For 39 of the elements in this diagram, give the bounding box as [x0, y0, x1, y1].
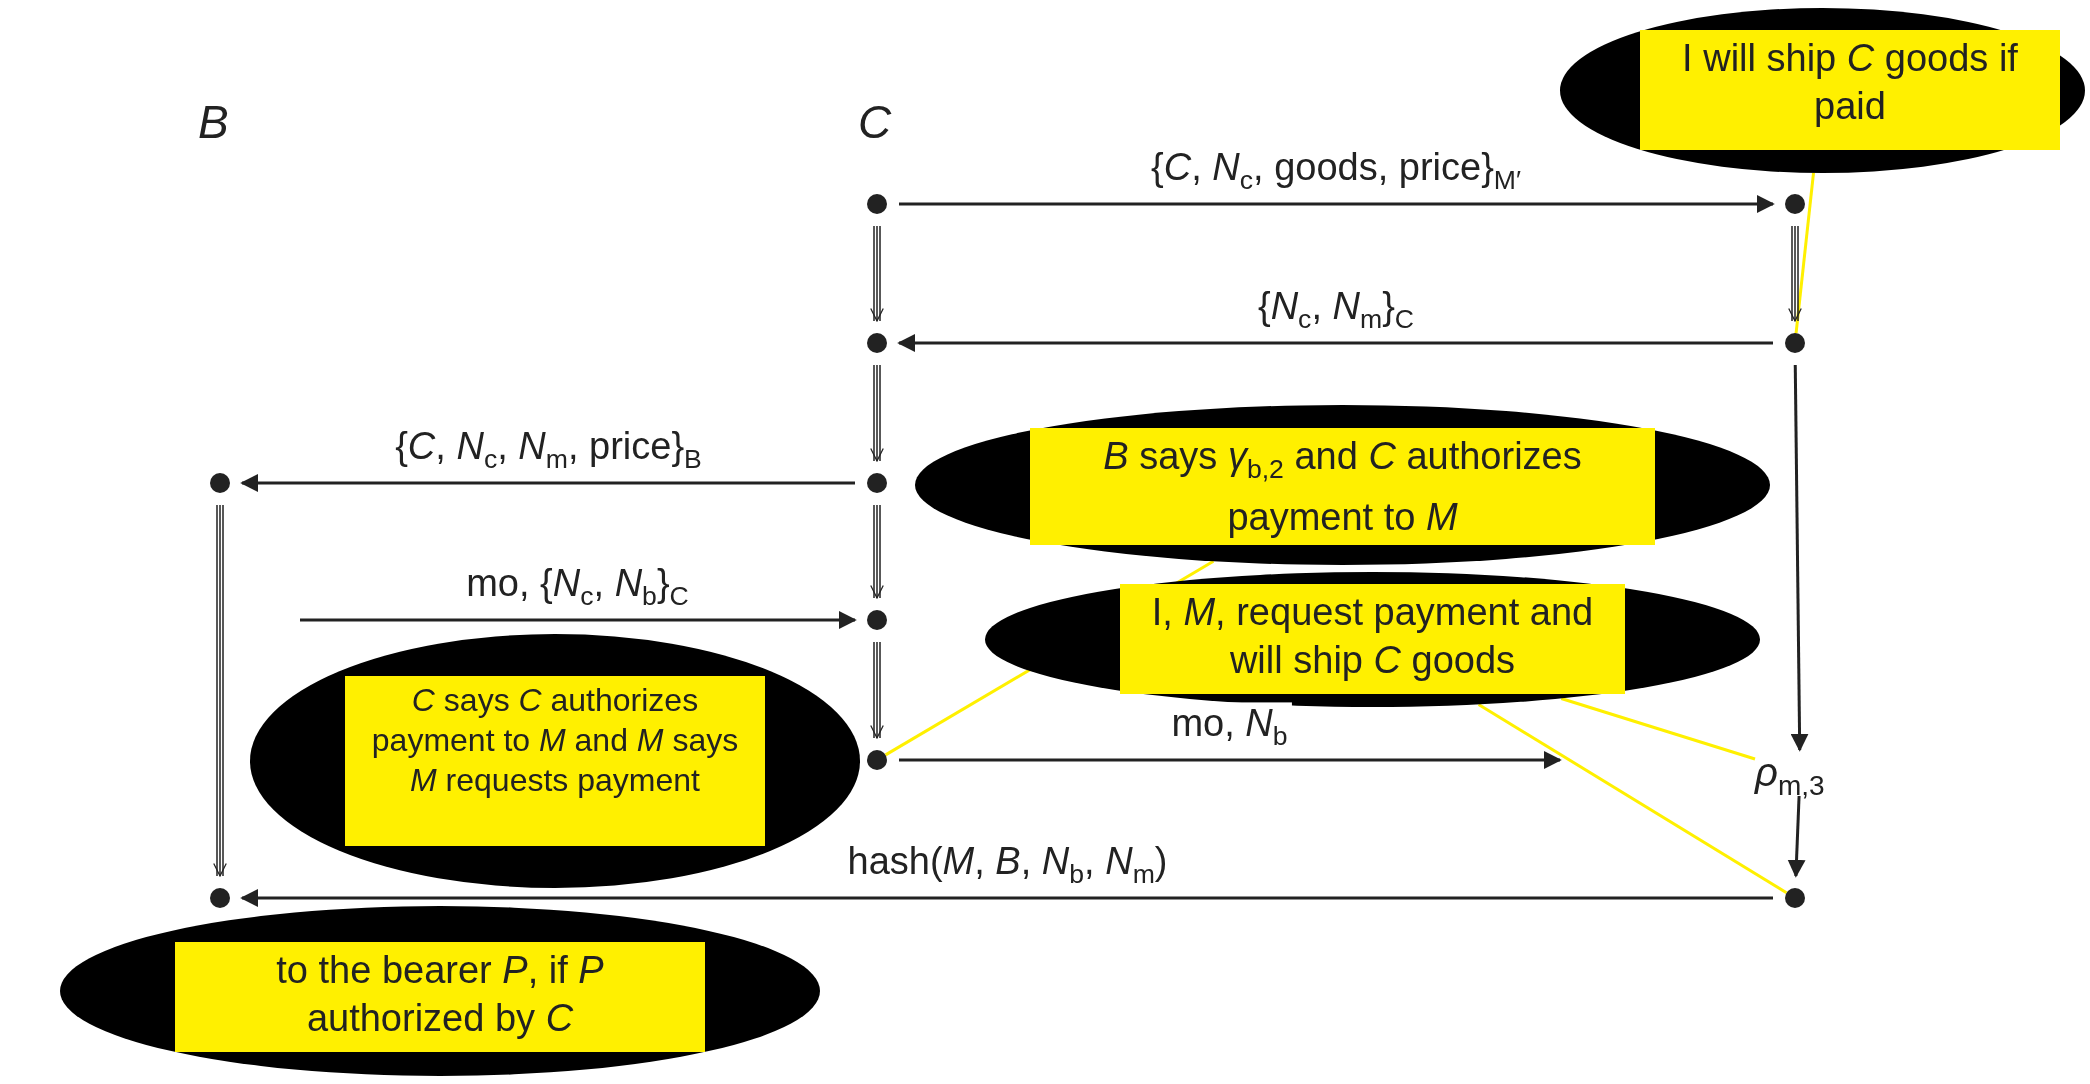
event-dot	[867, 750, 887, 770]
leader-line	[1477, 703, 1788, 895]
callout-text: C says C authorizes payment to M and M says M requests payment	[345, 676, 765, 846]
speech-bubble	[915, 405, 1770, 565]
event-dot	[210, 888, 230, 908]
double-arrow	[870, 504, 884, 599]
speech-bubble	[985, 572, 1760, 707]
state-label: ρ$_{m,3}$	[1755, 750, 1825, 802]
event-dot	[867, 610, 887, 630]
event-dot	[1785, 194, 1805, 214]
event-dot	[210, 473, 230, 493]
leader-line	[1794, 172, 1815, 334]
double-arrow	[870, 641, 884, 739]
event-dot	[1785, 888, 1805, 908]
callout-text: I, M, request payment and will ship C goods	[1120, 584, 1625, 694]
participant-label: C	[858, 95, 892, 149]
speech-bubble	[1560, 8, 2085, 173]
message-arrow	[1787, 795, 1806, 878]
callout-text: B says γ$_{b,2}$ and C authorizes payment to M	[1030, 428, 1655, 545]
message-arrow	[899, 751, 1562, 769]
callout-text: I will ship C goods if paid	[1640, 30, 2060, 150]
speech-bubble	[60, 906, 820, 1076]
double-arrow	[870, 364, 884, 462]
leader-line	[1560, 697, 1756, 761]
event-dot	[867, 194, 887, 214]
event-dot	[867, 333, 887, 353]
double-arrow	[213, 504, 227, 877]
callout-text: to the bearer P, if P authorized by C	[175, 942, 705, 1052]
event-dot	[867, 473, 887, 493]
message-arrow	[300, 611, 857, 629]
message-arrow	[897, 334, 1773, 352]
participant-label: B	[198, 95, 229, 149]
message-arrow	[240, 474, 855, 492]
message-arrow	[1790, 365, 1809, 752]
event-dot	[1785, 333, 1805, 353]
double-arrow	[1788, 225, 1802, 322]
message-arrow	[240, 889, 1773, 907]
message-arrow	[899, 195, 1775, 213]
double-arrow	[870, 225, 884, 322]
